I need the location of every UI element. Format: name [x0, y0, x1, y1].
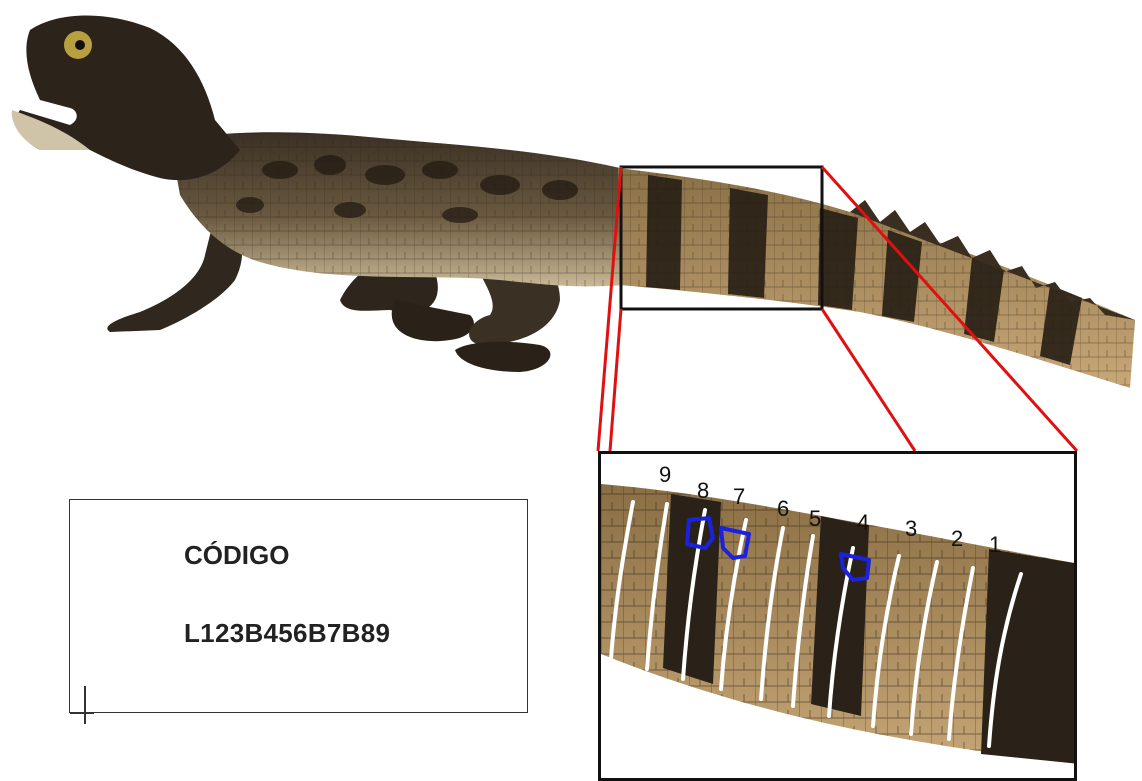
segment-label-4: 4	[857, 510, 869, 536]
text-cursor-mark	[84, 686, 86, 724]
segment-label-8: 8	[697, 478, 709, 504]
segment-label-1: 1	[989, 532, 1001, 558]
segment-label-5: 5	[809, 506, 821, 532]
segment-label-6: 6	[777, 496, 789, 522]
tail-zoom-illustration	[601, 454, 1077, 781]
segment-label-7: 7	[733, 484, 745, 510]
code-value: L123B456B7B89	[184, 618, 390, 649]
code-box: CÓDIGO L123B456B7B89	[69, 499, 528, 713]
segment-label-2: 2	[951, 526, 963, 552]
tail-zoom-inset: 9 8 7 6 5 4 3 2 1	[598, 451, 1077, 781]
caiman-head	[17, 16, 240, 181]
caiman-illustration	[12, 16, 1135, 389]
segment-label-3: 3	[905, 516, 917, 542]
code-title: CÓDIGO	[184, 540, 289, 571]
segment-label-9: 9	[659, 462, 671, 488]
text-cursor-base	[70, 712, 94, 714]
